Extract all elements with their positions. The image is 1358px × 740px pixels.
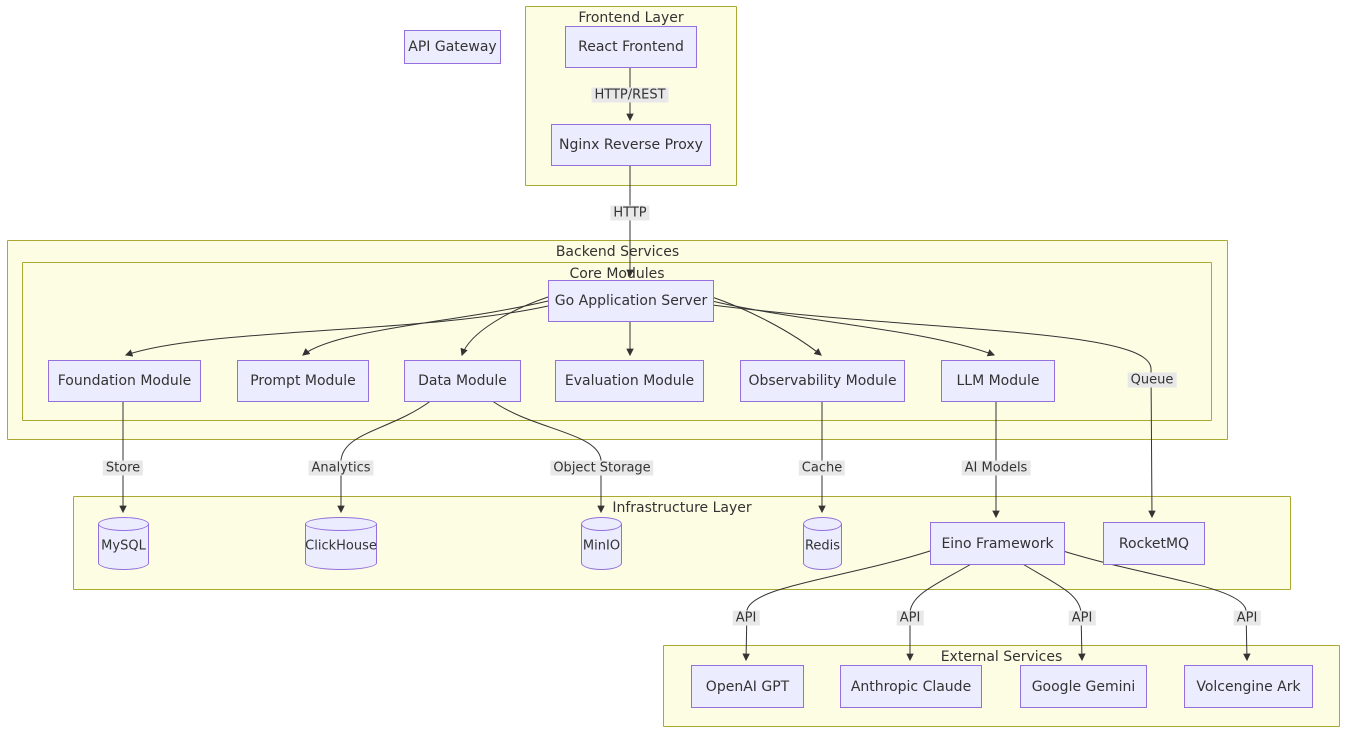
node-mysql-db: MySQL bbox=[98, 517, 149, 570]
edge-label-api-openai: API bbox=[732, 610, 760, 626]
edge-go-to-observability bbox=[711, 296, 822, 356]
edge-label-api-anthropic: API bbox=[896, 610, 924, 626]
edge-eino-to-volcengine bbox=[1062, 550, 1251, 662]
cluster-frontend-layer-label: Frontend Layer bbox=[578, 10, 684, 26]
edge-label-http-rest: HTTP/REST bbox=[591, 87, 669, 103]
edge-eino-to-openai bbox=[742, 550, 931, 662]
node-llm-module: LLM Module bbox=[941, 360, 1055, 402]
cluster-infrastructure-layer-label: Infrastructure Layer bbox=[612, 500, 752, 516]
node-anthropic-claude: Anthropic Claude bbox=[840, 665, 982, 708]
node-redis-db: Redis bbox=[803, 517, 842, 570]
edge-go-to-foundation bbox=[124, 305, 549, 357]
edge-label-cache: Cache bbox=[798, 460, 846, 476]
edge-data-to-minio bbox=[490, 399, 605, 514]
node-go-application-server: Go Application Server bbox=[548, 280, 714, 322]
edge-go-to-rocketmq bbox=[711, 304, 1156, 519]
cluster-core-modules-label: Core Modules bbox=[569, 266, 665, 282]
edge-label-analytics: Analytics bbox=[308, 460, 374, 476]
edge-data-to-clickhouse bbox=[337, 399, 433, 514]
node-nginx-reverse-proxy: Nginx Reverse Proxy bbox=[551, 124, 711, 166]
node-minio-db-label: MinIO bbox=[582, 538, 621, 554]
cluster-backend-services-label: Backend Services bbox=[555, 244, 680, 260]
cluster-infrastructure-layer: Infrastructure Layer bbox=[73, 496, 1291, 590]
node-foundation-module: Foundation Module bbox=[48, 360, 201, 402]
node-clickhouse-db: ClickHouse bbox=[305, 517, 377, 570]
node-evaluation-module: Evaluation Module bbox=[555, 360, 704, 402]
node-observability-module: Observability Module bbox=[740, 360, 905, 402]
node-redis-db-label: Redis bbox=[804, 538, 841, 554]
node-mysql-db-label: MySQL bbox=[101, 538, 146, 554]
edge-go-to-data bbox=[460, 296, 549, 357]
node-data-module: Data Module bbox=[404, 360, 521, 402]
edge-go-to-prompt bbox=[302, 300, 549, 356]
node-minio-db: MinIO bbox=[581, 517, 622, 570]
edge-label-store: Store bbox=[102, 460, 144, 476]
node-volcengine-ark: Volcengine Ark bbox=[1184, 665, 1313, 708]
node-clickhouse-db-label: ClickHouse bbox=[305, 538, 377, 554]
node-api-gateway: API Gateway bbox=[404, 30, 501, 64]
cluster-external-services-label: External Services bbox=[940, 649, 1063, 665]
node-google-gemini: Google Gemini bbox=[1020, 665, 1147, 708]
edge-label-ai-models: AI Models bbox=[961, 460, 1031, 476]
edge-label-api-volcengine: API bbox=[1233, 610, 1261, 626]
node-eino-framework: Eino Framework bbox=[930, 522, 1065, 565]
edge-label-object-storage: Object Storage bbox=[550, 460, 654, 476]
node-react-frontend: React Frontend bbox=[565, 26, 697, 68]
edge-label-queue: Queue bbox=[1127, 372, 1177, 388]
node-prompt-module: Prompt Module bbox=[237, 360, 369, 402]
node-openai-gpt: OpenAI GPT bbox=[691, 665, 804, 708]
edge-label-api-gemini: API bbox=[1068, 610, 1096, 626]
edge-go-to-llm bbox=[711, 300, 996, 357]
node-rocketmq: RocketMQ bbox=[1103, 522, 1205, 565]
edge-label-http: HTTP bbox=[610, 205, 650, 221]
